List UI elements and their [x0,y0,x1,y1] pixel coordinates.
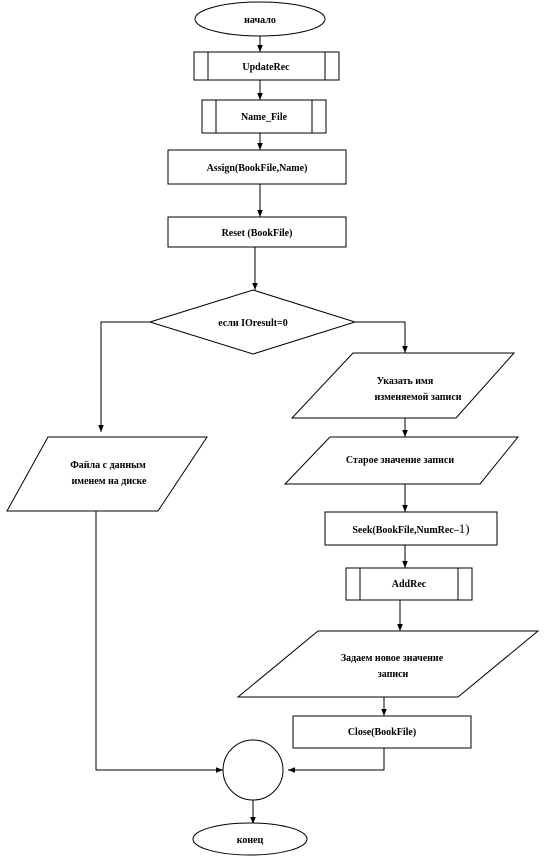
end-terminal: конец [192,822,308,856]
old-value-io: Старое значение записи [283,436,520,485]
junction-connector [222,739,284,801]
addrec-label: AddRec [392,579,427,590]
seek-label: Seek(BookFile,NumRec–1) [352,521,469,536]
file-missing-line1: Файла с данным [70,460,146,471]
arrow-close-to-junction [288,748,385,773]
indicate-name-line1: Указать имя [377,376,434,387]
namefile-process: Name_File [201,99,327,134]
new-value-io: Задаем новое значение записи [236,630,540,698]
ioresult-decision: если IOresult=0 [148,289,357,355]
seek-process: Seek(BookFile,NumRec–1) [324,511,498,546]
assign-process: Assign(BookFile,Name) [167,149,347,185]
new-value-line1: Задаем новое значение [341,653,444,664]
addrec-process: AddRec [345,567,473,601]
namefile-label: Name_File [241,112,288,123]
arrow-condition-yes [355,321,408,353]
new-value-line2: записи [378,669,409,680]
seek-label-prefix: Seek(BookFile,NumRec– [352,525,459,536]
reset-label: Reset (BookFile) [222,228,293,239]
assign-label: Assign(BookFile,Name) [207,163,308,174]
seek-label-suffix: 1) [459,521,470,536]
indicate-name-io: Указать имя изменяемой записи [290,352,516,419]
file-missing-io: Файла с данным именем на диске [6,436,208,512]
arrow-condition-no [98,321,150,432]
file-missing-line2: именем на диске [72,476,148,487]
close-label: Close(BookFile) [348,727,416,738]
condition-label: если IOresult=0 [218,318,288,329]
arrow-missing-to-junction [95,511,223,773]
close-process: Close(BookFile) [292,715,472,749]
end-label: конец [237,835,264,846]
old-value-label: Старое значение записи [346,455,454,466]
start-label: начало [244,15,276,26]
updaterec-process: UpdateRec [193,51,340,81]
connectors [95,36,408,824]
start-terminal: начало [194,1,326,37]
reset-process: Reset (BookFile) [167,216,347,248]
indicate-name-line2: изменяемой записи [374,392,461,403]
updaterec-label: UpdateRec [242,62,290,73]
